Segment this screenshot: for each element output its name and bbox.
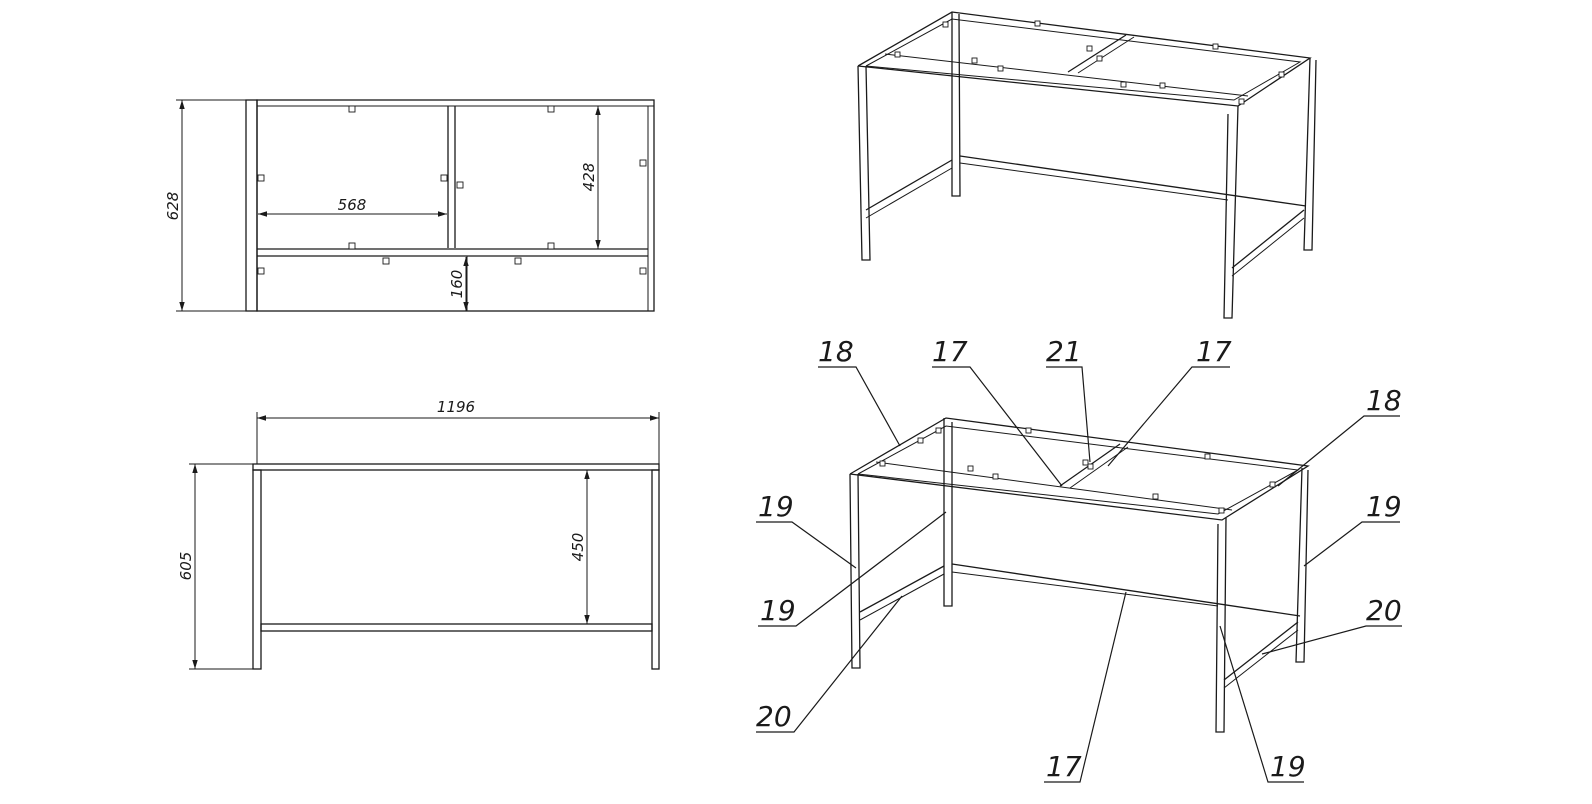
top-view-mounting-holes [257, 105, 647, 275]
callout-18-right: 18 [1366, 384, 1402, 417]
top-view-outer-frame [256, 99, 655, 312]
upper-holes [894, 20, 1285, 105]
dim-label-568: 568 [338, 196, 367, 214]
callout-20-left: 20 [756, 700, 792, 733]
callout-17-bottom: 17 [1046, 750, 1082, 783]
lower-holes [879, 427, 1276, 514]
front-view: 1196 605 450 [177, 398, 660, 670]
dim-label-605: 605 [177, 552, 195, 581]
callout-20-right: 20 [1366, 594, 1402, 627]
dim-label-1196: 1196 [437, 398, 475, 416]
dim-label-450: 450 [569, 533, 587, 562]
callout-21: 21 [1046, 335, 1082, 368]
callout-19-left-lower: 19 [760, 594, 796, 627]
upper-legs [857, 12, 1317, 319]
callout-19-left-upper: 19 [758, 490, 794, 523]
dim-label-628: 628 [164, 192, 182, 221]
leader-lines [756, 366, 1402, 783]
front-view-stretcher [260, 623, 653, 632]
callout-17-top-left: 17 [932, 335, 968, 368]
front-view-left-leg [252, 469, 262, 670]
isometric-frame-lower: 18 17 21 17 18 19 19 19 20 20 17 19 [756, 335, 1402, 783]
dim-label-428: 428 [580, 163, 598, 192]
dim-label-160: 160 [448, 270, 466, 299]
lower-legs [849, 418, 1309, 733]
callout-18-top-left: 18 [818, 335, 854, 368]
front-view-right-leg [651, 469, 660, 670]
front-view-top-rail [252, 463, 660, 471]
callout-19-right: 19 [1366, 490, 1402, 523]
top-view: 628 568 428 160 [164, 99, 655, 312]
callout-17-top-right: 17 [1196, 335, 1232, 368]
top-view-end-plate [245, 99, 258, 312]
isometric-frame-upper [857, 11, 1317, 319]
callout-19-bottom: 19 [1270, 750, 1306, 783]
